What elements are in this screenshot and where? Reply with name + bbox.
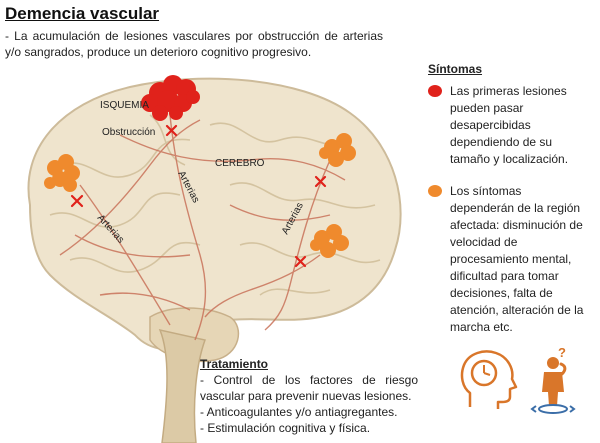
brainstem-shape bbox=[158, 328, 206, 443]
label-ischemia: ISQUEMIA bbox=[100, 100, 149, 111]
head-clock-icon bbox=[460, 350, 518, 409]
obstruction-mark-left bbox=[70, 194, 84, 208]
treatment-section: Tratamiento - Control de los factores de… bbox=[200, 356, 418, 436]
obstruction-mark-right-upper bbox=[314, 175, 327, 188]
symptoms-title: Síntomas bbox=[428, 62, 483, 76]
lesion-right-upper bbox=[319, 133, 356, 167]
symptom-item-2: Los síntomas dependerán de la región afe… bbox=[450, 184, 584, 334]
symptom-item-1: Las primeras lesiones pueden pasar desap… bbox=[450, 84, 569, 166]
treatment-title: Tratamiento bbox=[200, 357, 269, 371]
label-brain: CEREBRO bbox=[215, 158, 265, 169]
intro-text: - La acumulación de lesiones vasculares … bbox=[5, 29, 383, 59]
ischemia-lesion bbox=[141, 75, 200, 121]
lesion-left bbox=[44, 154, 80, 192]
confused-person-icon: ? bbox=[530, 345, 576, 414]
brain-diagram: ISQUEMIA Obstrucción CEREBRO Arterias Ar… bbox=[27, 75, 402, 443]
obstruction-mark-top bbox=[165, 124, 178, 137]
treatment-line-1: - Control de los factores de riesgo vasc… bbox=[200, 373, 418, 403]
svg-text:?: ? bbox=[558, 345, 566, 360]
page-title: Demencia vascular bbox=[5, 4, 160, 23]
treatment-line-2: - Anticoagulantes y/o antiagregantes. bbox=[200, 405, 398, 419]
lesion-right-lower bbox=[310, 224, 349, 258]
red-dot-icon bbox=[428, 85, 442, 97]
treatment-line-3: - Estimulación cognitiva y física. bbox=[200, 421, 371, 435]
obstruction-mark-right-lower bbox=[294, 255, 307, 268]
label-obstruction: Obstrucción bbox=[102, 127, 155, 138]
orange-dot-icon bbox=[428, 185, 442, 197]
